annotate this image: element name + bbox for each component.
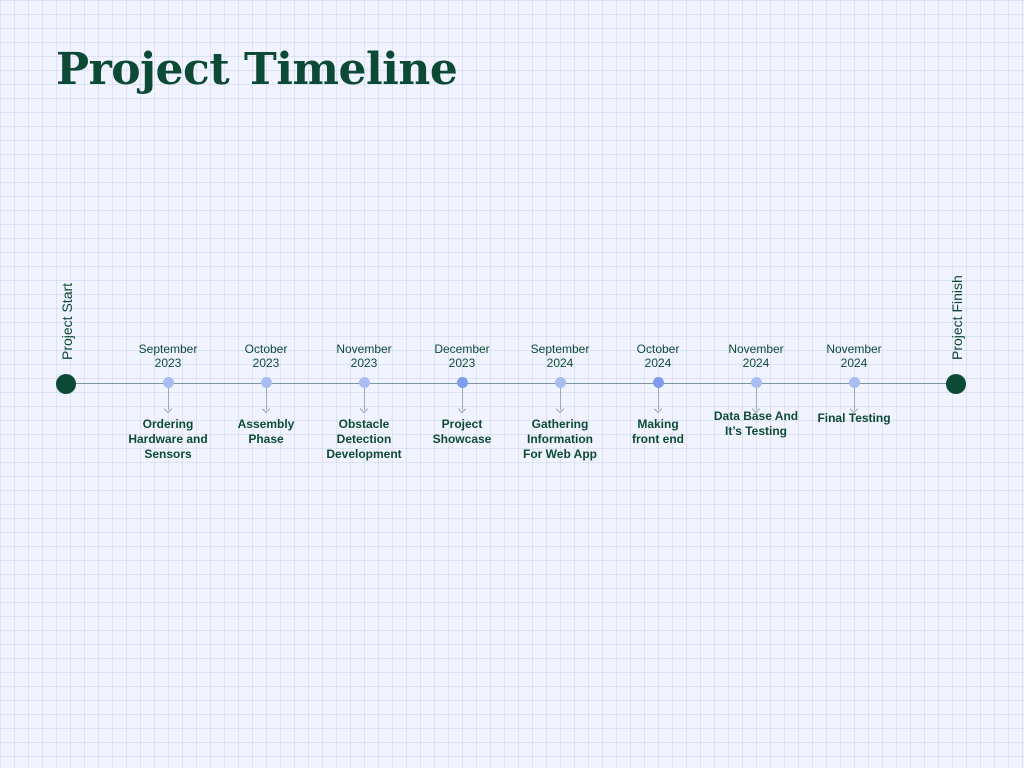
timeline-axis bbox=[66, 383, 957, 384]
milestone-task: Final Testing bbox=[817, 411, 891, 425]
milestone-date: September 2024 bbox=[530, 342, 590, 370]
milestone-date: November 2024 bbox=[728, 342, 784, 370]
arrow-down-icon bbox=[363, 388, 365, 410]
milestone-date: October 2023 bbox=[244, 342, 288, 370]
milestone-date: October 2024 bbox=[636, 342, 680, 370]
arrow-down-icon bbox=[559, 388, 561, 410]
arrow-down-icon bbox=[265, 388, 267, 410]
milestone-dot bbox=[554, 377, 566, 388]
milestone-task: Gathering Information For Web App bbox=[523, 417, 597, 461]
milestone-task: Obstacle Detection Development bbox=[326, 417, 402, 461]
page-title: Project Timeline bbox=[56, 44, 458, 95]
milestone: September 2024 Gathering Information For… bbox=[512, 342, 608, 462]
arrow-down-icon bbox=[167, 388, 169, 410]
milestone: November 2024 Data Base And It’s Testing bbox=[708, 342, 804, 439]
milestone-date: November 2023 bbox=[336, 342, 392, 370]
milestone-dot bbox=[848, 377, 860, 388]
milestone: November 2023 Obstacle Detection Develop… bbox=[316, 342, 412, 462]
project-start-label: Project Start bbox=[59, 282, 75, 360]
project-start-marker bbox=[56, 374, 76, 394]
milestone-dot bbox=[162, 377, 174, 388]
arrow-down-icon bbox=[755, 388, 757, 410]
milestone-date: September 2023 bbox=[138, 342, 198, 370]
project-finish-marker bbox=[946, 374, 966, 394]
milestone-dot bbox=[358, 377, 370, 388]
milestone: October 2024 Making front end bbox=[610, 342, 706, 447]
milestone-task: Assembly Phase bbox=[237, 417, 295, 446]
project-finish-label: Project Finish bbox=[949, 275, 965, 360]
milestone-task: Data Base And It’s Testing bbox=[713, 409, 799, 438]
milestone-task: Ordering Hardware and Sensors bbox=[128, 417, 208, 461]
milestone-date: December 2023 bbox=[434, 342, 490, 370]
milestone: September 2023 Ordering Hardware and Sen… bbox=[120, 342, 216, 462]
milestone-dot bbox=[260, 377, 272, 388]
milestone: October 2023 Assembly Phase bbox=[218, 342, 314, 447]
arrow-down-icon bbox=[657, 388, 659, 410]
milestone: December 2023 Project Showcase bbox=[414, 342, 510, 447]
milestone-dot bbox=[750, 377, 762, 388]
milestone-task: Project Showcase bbox=[432, 417, 492, 446]
milestone-task: Making front end bbox=[632, 417, 684, 446]
milestone-dot bbox=[652, 377, 664, 388]
milestone: November 2024 Final Testing bbox=[806, 342, 902, 426]
arrow-down-icon bbox=[461, 388, 463, 410]
milestone-dot bbox=[456, 377, 468, 388]
milestone-date: November 2024 bbox=[826, 342, 882, 370]
arrow-down-icon bbox=[853, 388, 855, 410]
